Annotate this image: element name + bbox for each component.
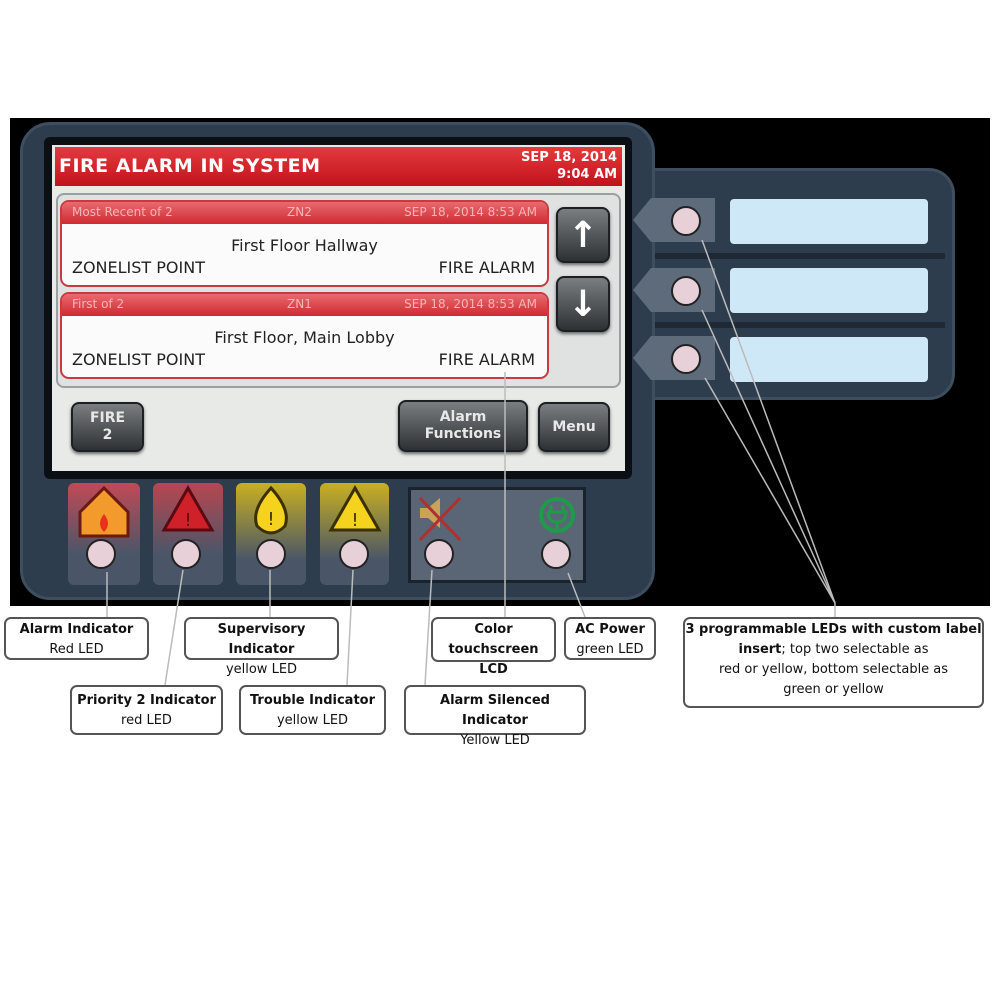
screen-header: FIRE ALARM IN SYSTEM SEP 18, 2014 9:04 AM (55, 147, 622, 186)
header-title: FIRE ALARM IN SYSTEM (59, 155, 321, 177)
callout-sub: red LED (121, 713, 172, 728)
custom-label-insert-3 (730, 337, 928, 382)
menu-label: Menu (552, 418, 596, 435)
programmable-led-3 (671, 344, 701, 374)
custom-label-insert-1 (730, 199, 928, 244)
callout-title: AC Power (575, 622, 645, 637)
callout-title: Color (474, 622, 513, 637)
trouble-warning-icon: ! (328, 484, 382, 532)
event-type: ZONELIST POINT (72, 258, 205, 277)
callout-sub: ; top two selectable as (781, 642, 929, 657)
callout-trouble-indicator: Trouble Indicator yellow LED (239, 685, 386, 735)
alarm-functions-label: Functions (424, 426, 502, 442)
event-label: Most Recent of 2 (72, 205, 173, 219)
callout-title: Priority 2 Indicator (77, 693, 216, 708)
callout-sub: Red LED (49, 642, 104, 657)
callout-sub: green LED (576, 642, 644, 657)
fire-count: 2 (102, 427, 113, 443)
alarm-led (86, 539, 116, 569)
callout-color-touchscreen-lcd: Color touchscreen LCD (431, 617, 556, 677)
callout-title: 3 programmable LEDs with custom label (685, 622, 982, 637)
callout-title: insert (738, 642, 782, 657)
ac-power-led (541, 539, 571, 569)
menu-button[interactable]: Menu (538, 402, 610, 452)
event-type: ZONELIST POINT (72, 350, 205, 369)
callout-title: Trouble Indicator (249, 693, 376, 708)
fire-label: FIRE (89, 410, 126, 426)
callout-sub: yellow LED (276, 713, 349, 728)
callout-programmable-leds: 3 programmable LEDs with custom label ins… (683, 617, 984, 708)
svg-text:!: ! (351, 510, 358, 531)
callout-sub: red or yellow, bottom selectable as (718, 662, 949, 677)
event-status: FIRE ALARM (438, 258, 535, 277)
event-location: First Floor, Main Lobby (214, 328, 395, 347)
ac-power-plug-icon (539, 497, 575, 533)
programmable-led-1 (671, 206, 701, 236)
event-status: FIRE ALARM (438, 350, 535, 369)
header-time: 9:04 AM (557, 167, 617, 182)
callout-sub: Yellow LED (460, 733, 530, 748)
header-date: SEP 18, 2014 (520, 150, 617, 165)
event-timestamp: SEP 18, 2014 8:53 AM (404, 297, 537, 311)
callout-supervisory-indicator: Supervisory Indicator yellow LED (184, 617, 339, 677)
event-card[interactable]: First of 2 ZN1 SEP 18, 2014 8:53 AM First … (60, 292, 549, 379)
event-zone: ZN1 (287, 297, 312, 311)
scroll-down-button[interactable]: ↓ (556, 276, 610, 332)
callout-title: Alarm Indicator (19, 622, 134, 637)
alarm-functions-label: Alarm (439, 409, 487, 425)
callout-title: Alarm Silenced Indicator (440, 693, 550, 728)
callout-title: Supervisory Indicator (217, 622, 306, 657)
supervisory-led (256, 539, 286, 569)
event-label: First of 2 (72, 297, 125, 311)
priority2-led (171, 539, 201, 569)
alarm-silenced-led (424, 539, 454, 569)
house-fire-icon (78, 485, 130, 538)
callout-sub: green or yellow (783, 682, 884, 697)
callout-sub: yellow LED (225, 662, 298, 677)
callout-title: touchscreen LCD (448, 642, 539, 677)
event-location: First Floor Hallway (231, 236, 378, 255)
priority2-warning-icon: ! (161, 484, 215, 532)
supervisory-drop-icon: ! (254, 485, 288, 535)
speaker-muted-icon (418, 496, 462, 542)
event-zone: ZN2 (287, 205, 312, 219)
svg-text:!: ! (184, 510, 191, 531)
svg-text:!: ! (267, 509, 274, 530)
trouble-led (339, 539, 369, 569)
callout-ac-power: AC Power green LED (564, 617, 656, 660)
event-timestamp: SEP 18, 2014 8:53 AM (404, 205, 537, 219)
callout-priority2-indicator: Priority 2 Indicator red LED (70, 685, 223, 735)
scroll-up-button[interactable]: ↑ (556, 207, 610, 263)
custom-label-insert-2 (730, 268, 928, 313)
programmable-led-2 (671, 276, 701, 306)
